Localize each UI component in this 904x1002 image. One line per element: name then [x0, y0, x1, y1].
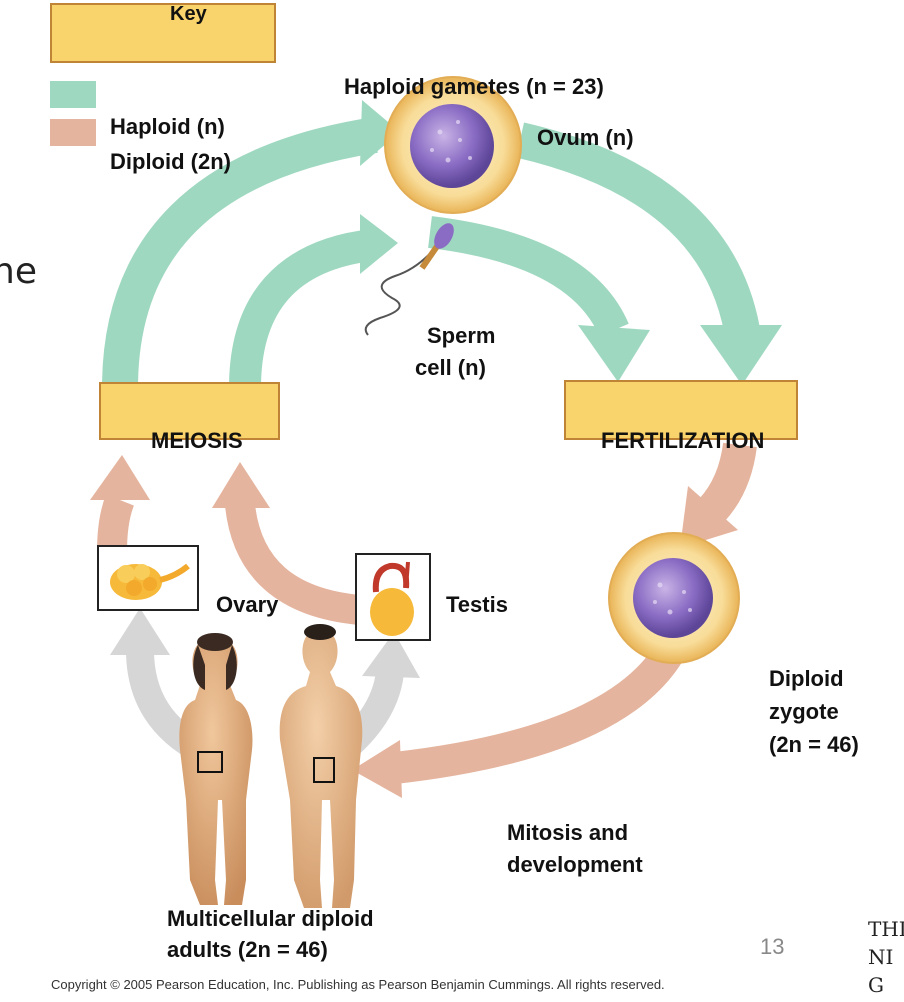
outer-arrow-head-right [700, 325, 782, 385]
key-title-box [50, 3, 276, 63]
ovary-to-meiosis-arc [97, 494, 135, 553]
slide-right-fragment-3: G [868, 973, 884, 997]
adults-label-line2: adults (2n = 46) [167, 937, 328, 962]
sperm-label-line1: Sperm [427, 323, 496, 348]
fertilization-to-zygote-arc [699, 442, 757, 522]
key-haploid-swatch [50, 81, 96, 108]
male-figure [279, 624, 363, 908]
inner-haploid-arc [229, 229, 375, 389]
slide-page-number: 13 [760, 934, 785, 959]
ovum-label: Ovum (n) [537, 125, 634, 150]
inner-arrow-head-left [360, 214, 398, 274]
ovary-label: Ovary [216, 592, 279, 617]
female-ovary-marker [197, 751, 223, 773]
key-diploid-swatch [50, 119, 96, 146]
ovum-nucleus [410, 104, 494, 188]
meiosis-label: MEIOSIS [151, 428, 243, 453]
meiosis-box [99, 382, 280, 440]
zygote-label-line1: Diploid [769, 666, 844, 691]
zygote-nucleus [633, 558, 713, 638]
grey-arrow-ovary-head [110, 608, 170, 655]
female-figure [179, 633, 253, 905]
testis-art [355, 553, 431, 641]
outer-haploid-arc [102, 117, 378, 389]
gametes-label: Haploid gametes (n = 23) [344, 74, 604, 99]
inner-arrow-head-right [578, 325, 650, 382]
zygote-label-line3: (2n = 46) [769, 732, 859, 757]
slide-right-fragment-1: THI [868, 917, 904, 941]
outer-arrow-head-left [360, 100, 400, 166]
slide-left-fragment: ne [0, 251, 37, 292]
fertilization-box [564, 380, 798, 440]
ovary-arrow-head [90, 455, 150, 500]
testis-arrow-head [212, 462, 270, 508]
zygote-arrow-head [680, 486, 738, 548]
grey-arrow-testis-head [362, 632, 420, 678]
male-testis-marker [313, 757, 335, 783]
key-diploid-label: Diploid (2n) [110, 149, 231, 174]
ovary-art [97, 545, 199, 611]
slide-right-fragment-2: NI [868, 945, 894, 969]
mitosis-label-line1: Mitosis and [507, 820, 629, 845]
copyright: Copyright © 2005 Pearson Education, Inc.… [51, 977, 665, 992]
inner-haploid-arc-right [428, 216, 629, 337]
fertilization-label: FERTILIZATION [601, 428, 765, 453]
mitosis-label-line2: development [507, 852, 643, 877]
testis-label: Testis [446, 592, 508, 617]
zygote-label-line2: zygote [769, 699, 839, 724]
key-haploid-label: Haploid (n) [110, 114, 225, 139]
sperm-cell [364, 223, 454, 336]
sperm-label-line2: cell (n) [415, 355, 486, 380]
adults-label-line1: Multicellular diploid [167, 906, 374, 931]
key-title: Key [170, 3, 207, 25]
mitosis-arrow-head [352, 740, 402, 798]
testis-to-meiosis-arc [225, 502, 362, 625]
outer-haploid-arc-right [515, 122, 760, 334]
